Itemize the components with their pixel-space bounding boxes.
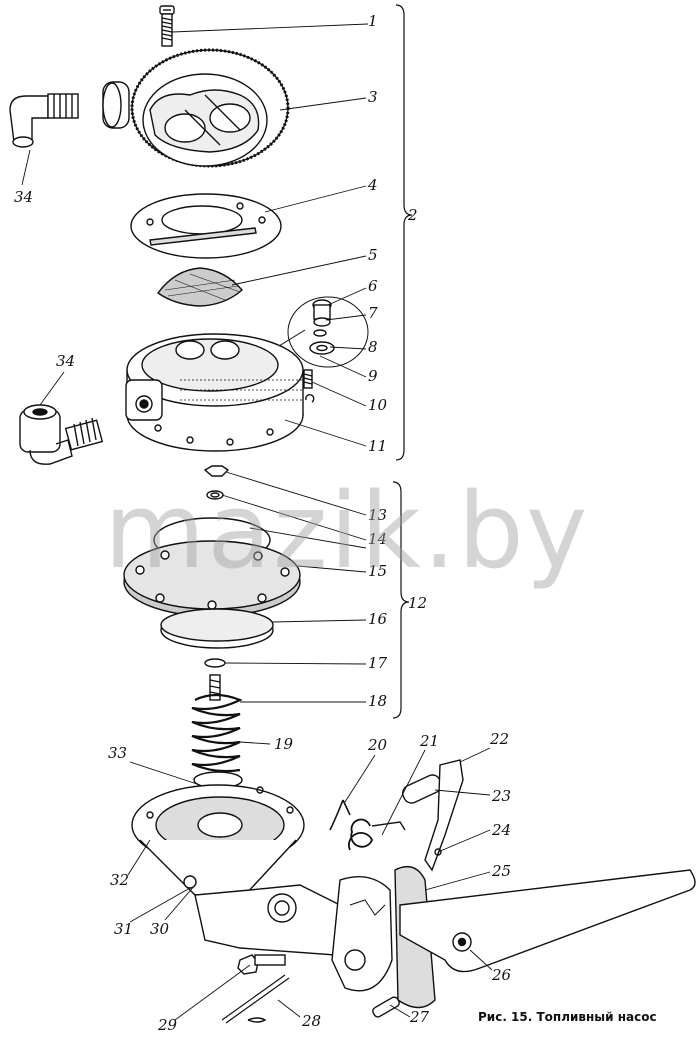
brace-group-2 [395, 4, 413, 461]
label-12: 12 [408, 594, 428, 612]
label-34-lower: 34 [56, 352, 76, 370]
part-spring-rod-17-19 [191, 658, 243, 804]
label-4: 4 [368, 176, 378, 194]
figure-caption: Рис. 15. Топливный насос [478, 1010, 657, 1024]
part-valve-group-6-10 [239, 296, 369, 403]
part-top-cover-3 [102, 48, 290, 168]
label-14: 14 [368, 530, 388, 548]
label-20: 20 [368, 736, 388, 754]
label-2: 2 [408, 206, 418, 224]
label-5: 5 [368, 246, 378, 264]
part-pump-body-11 [125, 333, 304, 452]
label-31: 31 [114, 920, 134, 938]
label-10: 10 [368, 396, 388, 414]
part-mesh-filter-5 [157, 267, 243, 307]
label-21: 21 [420, 732, 440, 750]
label-22: 22 [490, 730, 510, 748]
label-33: 33 [108, 744, 128, 762]
label-17: 17 [368, 654, 388, 672]
label-19: 19 [274, 735, 294, 753]
label-7: 7 [368, 304, 378, 322]
leader-lines [21, 23, 493, 1021]
label-8: 8 [368, 338, 378, 356]
label-16: 16 [368, 610, 388, 628]
part-elbow-fitting-34-top [9, 93, 79, 148]
label-24: 24 [492, 821, 512, 839]
label-34-top: 34 [14, 188, 34, 206]
part-lower-plate-16 [160, 608, 274, 649]
label-27: 27 [410, 1008, 430, 1026]
label-32: 32 [110, 871, 130, 889]
label-9: 9 [368, 367, 378, 385]
label-15: 15 [368, 562, 388, 580]
label-26: 26 [492, 966, 512, 984]
label-23: 23 [492, 787, 512, 805]
label-13: 13 [368, 506, 388, 524]
watermark: mazik.by [104, 470, 590, 592]
label-25: 25 [492, 862, 512, 880]
part-nut-13-washer-14 [203, 465, 230, 500]
part-diaphragm-15 [123, 517, 301, 617]
part-screw-1 [159, 5, 175, 47]
label-29: 29 [158, 1016, 178, 1034]
part-lever-housing [194, 866, 696, 1009]
label-28: 28 [302, 1012, 322, 1030]
label-18: 18 [368, 692, 388, 710]
part-lower-housing-32 [131, 784, 305, 896]
part-gasket-plate-4 [130, 193, 282, 259]
part-elbow-fitting-34-lower [19, 404, 104, 465]
label-30: 30 [150, 920, 170, 938]
brace-group-12 [392, 481, 410, 719]
label-6: 6 [368, 277, 378, 295]
label-1: 1 [368, 12, 378, 30]
part-clips-springs-20-23 [329, 759, 464, 872]
label-11: 11 [368, 437, 388, 455]
label-3: 3 [368, 88, 378, 106]
part-pins-27-29 [221, 954, 400, 1024]
